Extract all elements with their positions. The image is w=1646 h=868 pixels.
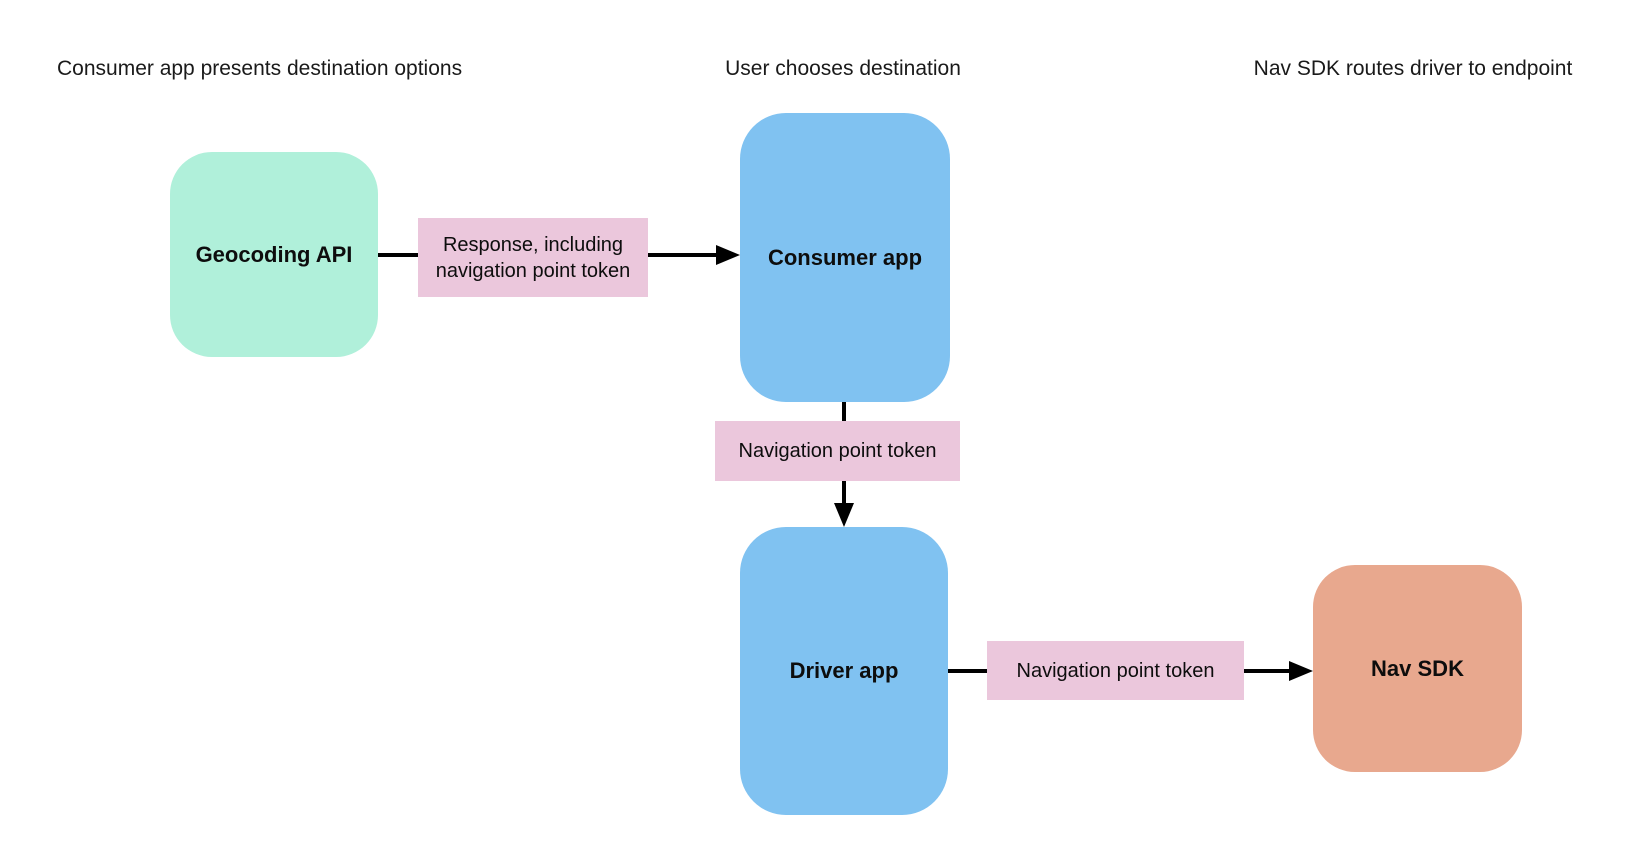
lane-title-consumer-presents-options: Consumer app presents destination option… xyxy=(57,57,463,80)
edge-label-response-including-navigation-point-token: Response, including navigation point tok… xyxy=(418,218,648,297)
edge-geocoding-to-consumer-line-left xyxy=(378,253,418,257)
edge-driver-to-navsdk-line-left xyxy=(948,669,987,673)
edge-label-navigation-point-token-consumer-driver: Navigation point token xyxy=(715,421,960,481)
edge-geocoding-to-consumer-arrowhead-icon xyxy=(716,245,740,265)
edge-driver-to-navsdk-line-right xyxy=(1244,669,1291,673)
node-consumer-app: Consumer app xyxy=(740,113,950,402)
lane-title-user-chooses-destination: User chooses destination xyxy=(725,57,961,80)
node-nav-sdk-label: Nav SDK xyxy=(1371,655,1464,681)
node-geocoding-api: Geocoding API xyxy=(170,152,378,357)
node-consumer-app-label: Consumer app xyxy=(767,244,923,270)
edge-driver-to-navsdk-arrowhead-icon xyxy=(1289,661,1313,681)
node-nav-sdk: Nav SDK xyxy=(1313,565,1522,772)
edge-geocoding-to-consumer-line-right xyxy=(648,253,718,257)
node-driver-app-label: Driver app xyxy=(789,658,899,683)
edge-label-navigation-point-token-driver-navsdk: Navigation point token xyxy=(987,641,1244,700)
edge-consumer-to-driver-arrowhead-icon xyxy=(834,503,854,527)
node-geocoding-api-label: Geocoding API xyxy=(195,241,353,267)
lane-title-nav-sdk-routes-driver: Nav SDK routes driver to endpoint xyxy=(1253,57,1573,80)
node-driver-app: Driver app xyxy=(740,527,948,815)
